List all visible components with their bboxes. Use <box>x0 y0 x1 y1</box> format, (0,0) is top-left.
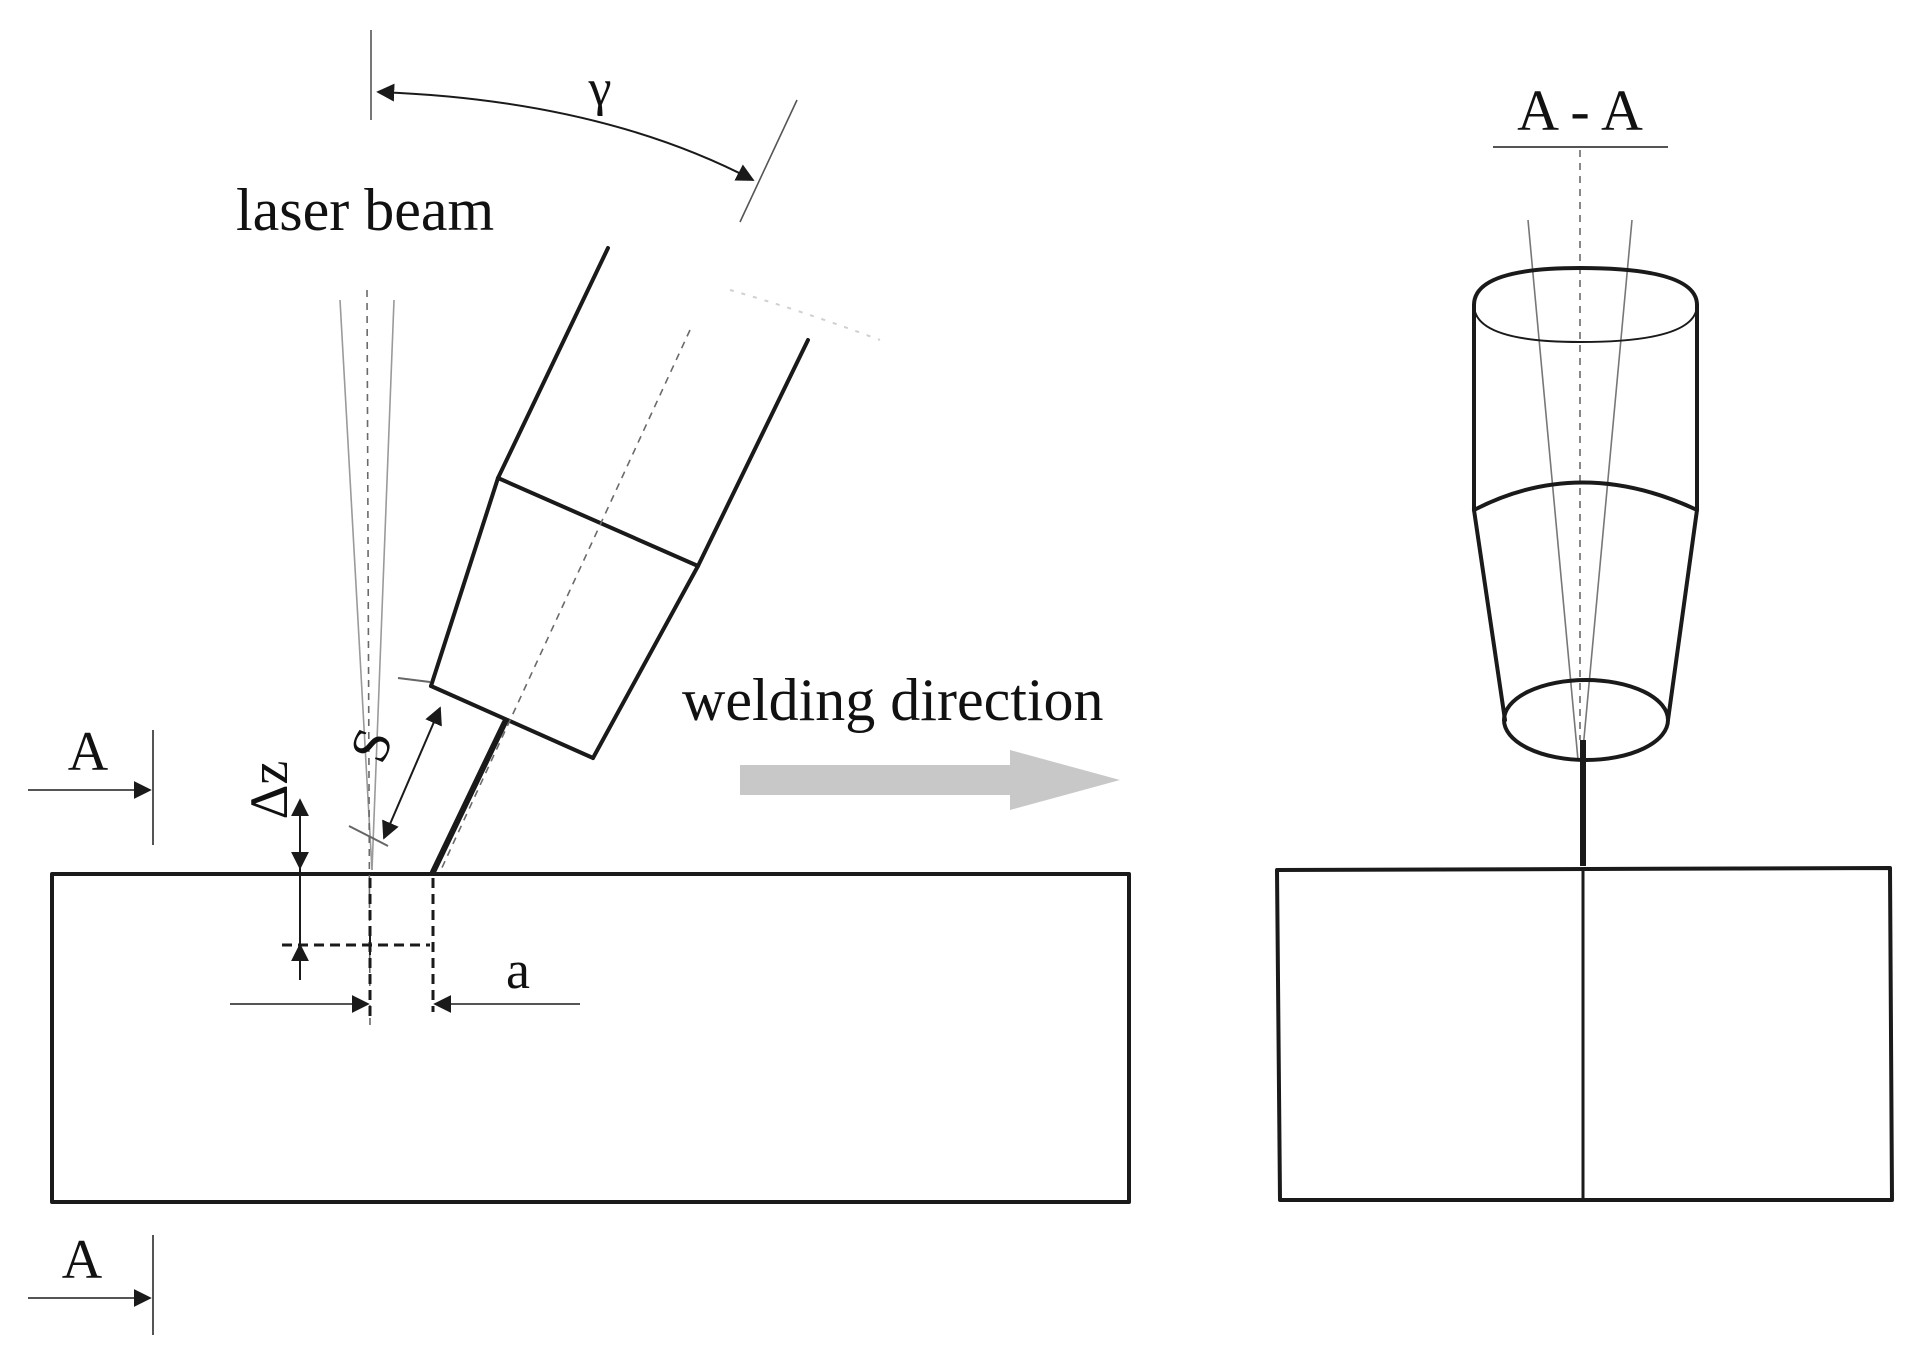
section-marker-bottom <box>28 1235 154 1335</box>
section-a-top-label: A <box>68 721 109 783</box>
filler-wire <box>430 719 508 875</box>
section-view-title: A - A <box>1517 78 1643 143</box>
s-dimension <box>348 677 442 847</box>
gamma-tilted-reference-line <box>739 99 798 223</box>
nozzle-section <box>1472 266 1699 866</box>
section-a-bottom-label: A <box>62 1229 103 1291</box>
gamma-arc-faint <box>729 289 881 341</box>
welding-direction-label: welding direction <box>682 667 1104 733</box>
welding-torch <box>429 246 810 875</box>
side-view <box>28 30 1131 1335</box>
section-marker-top <box>28 730 154 845</box>
gamma-label: γ <box>588 60 612 117</box>
offset-markers <box>282 878 435 1020</box>
laser-beam-label: laser beam <box>236 177 494 243</box>
section-view <box>1275 146 1894 1202</box>
s-label: S <box>338 720 405 770</box>
workpiece <box>50 872 1131 1204</box>
laser-beam-cone <box>339 289 395 1026</box>
gamma-arc <box>376 83 755 181</box>
a-dimension-label: a <box>506 940 530 1000</box>
workpiece-section <box>1275 866 1894 1202</box>
delta-z-label: Δz <box>239 761 299 820</box>
welding-direction-arrow <box>740 750 1120 810</box>
